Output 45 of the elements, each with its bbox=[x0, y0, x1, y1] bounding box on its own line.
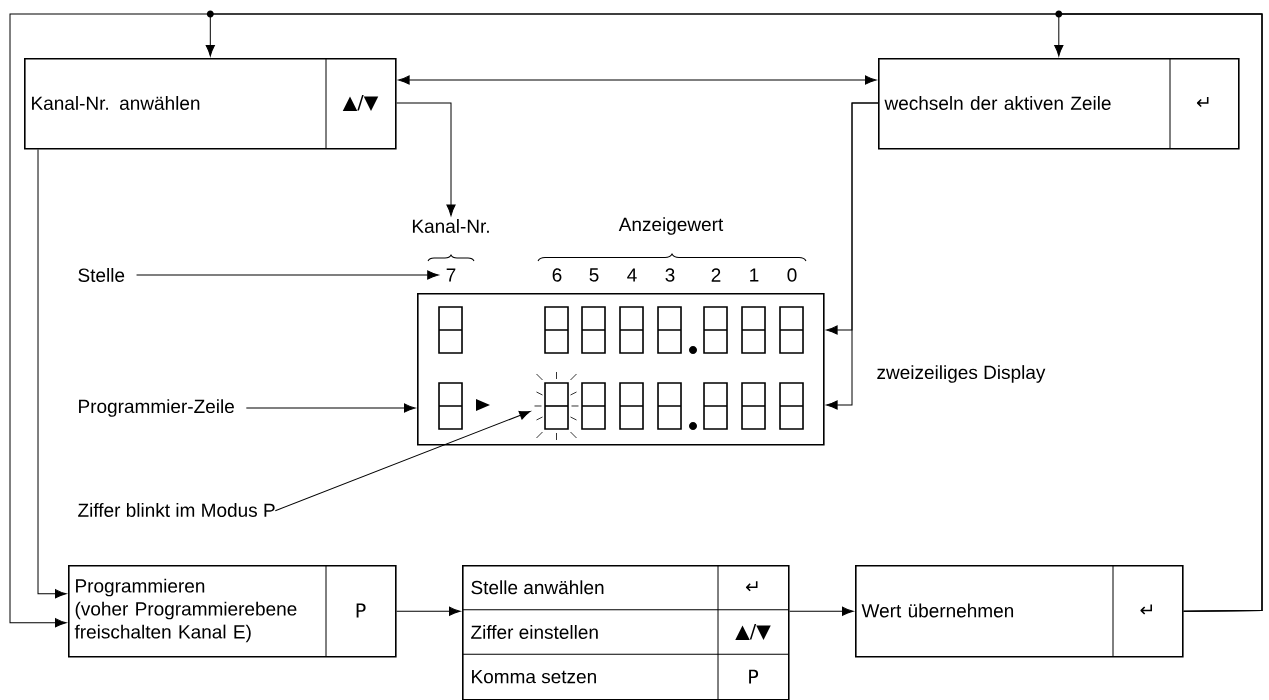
arrow bbox=[136, 270, 439, 280]
key-symbol: P bbox=[356, 603, 366, 618]
step-label: Stelle anwählen bbox=[471, 580, 604, 595]
key-symbol: ▲/▼ bbox=[342, 94, 379, 112]
callout-text: zweizeiliges Display bbox=[877, 365, 1046, 383]
step-label: Komma setzen bbox=[472, 670, 596, 684]
box-label: Wert übernehmen bbox=[861, 603, 1014, 618]
blinking-digit bbox=[534, 371, 579, 441]
arrow bbox=[245, 403, 416, 413]
key-symbol: ↵ bbox=[745, 581, 758, 592]
position-number: 7 bbox=[446, 268, 456, 282]
position-number: 4 bbox=[627, 268, 637, 282]
key-symbol: ▲/▼ bbox=[735, 623, 771, 641]
heading-label: Anzeigewert bbox=[618, 217, 724, 235]
callout-text: Programmier-Zeile bbox=[79, 399, 234, 417]
arrow bbox=[826, 102, 879, 410]
arrow bbox=[398, 75, 877, 85]
position-number: 6 bbox=[552, 268, 562, 282]
lcd-display bbox=[417, 293, 825, 446]
heading-label: Kanal-Nr. bbox=[412, 219, 489, 233]
position-number: 0 bbox=[787, 268, 797, 282]
box-label: Programmieren (voher Programmierebene freischalten Kanal E) bbox=[74, 578, 297, 643]
function-box bbox=[68, 564, 397, 658]
step-table bbox=[461, 564, 790, 700]
function-box bbox=[24, 57, 397, 150]
function-box bbox=[878, 57, 1240, 150]
box-label: Kanal-Nr. anwählen bbox=[32, 96, 200, 110]
step-label: Ziffer einstellen bbox=[471, 625, 598, 639]
arrow bbox=[396, 102, 456, 216]
arrow bbox=[9, 13, 1263, 628]
arrow bbox=[37, 149, 67, 599]
callout-text: Stelle bbox=[78, 268, 125, 282]
function-box bbox=[855, 564, 1184, 658]
box-label: wechseln der aktiven Zeile bbox=[884, 96, 1111, 110]
arrow bbox=[789, 606, 854, 616]
position-number: 3 bbox=[665, 268, 675, 282]
leader-arrow bbox=[274, 410, 531, 512]
key-symbol: P bbox=[749, 669, 759, 684]
position-number: 1 bbox=[750, 268, 759, 282]
key-symbol: ↵ bbox=[1196, 97, 1209, 108]
key-symbol: ↵ bbox=[1140, 604, 1152, 615]
arrow bbox=[396, 606, 461, 616]
position-number: 2 bbox=[711, 268, 721, 282]
position-number: 5 bbox=[589, 268, 599, 282]
callout-text: Ziffer blinkt im Modus P bbox=[78, 503, 275, 517]
